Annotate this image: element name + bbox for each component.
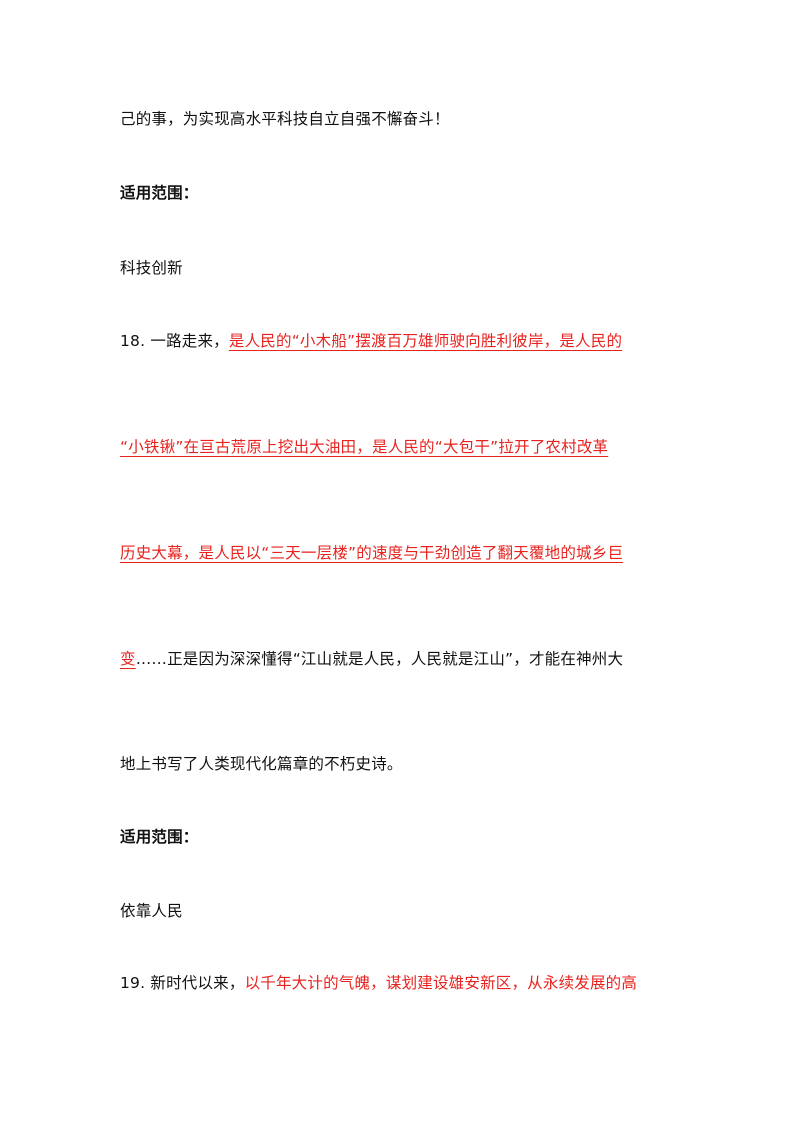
scope-value: 科技创新 — [120, 257, 183, 279]
text: 地上书写了人类现代化篇章的不朽史诗。 — [120, 755, 403, 773]
item-18-line-5: 地上书写了人类现代化篇章的不朽史诗。 — [120, 753, 403, 775]
highlighted-text: “小铁锹”在亘古荒原上挖出大油田，是人民的“大包干”拉开了农村改革 — [120, 438, 609, 456]
item-number-lead: 19. 新时代以来， — [120, 974, 245, 992]
item-18-line-1: 18. 一路走来，是人民的“小木船”摆渡百万雄师驶向胜利彼岸，是人民的 — [120, 330, 622, 352]
scope-heading: 适用范围： — [120, 182, 199, 204]
highlighted-text: 历史大幕，是人民以“三天一层楼”的速度与干劲创造了翻天覆地的城乡巨 — [120, 544, 624, 562]
item-number-lead: 18. 一路走来， — [120, 332, 229, 350]
item-18-line-2: “小铁锹”在亘古荒原上挖出大油田，是人民的“大包干”拉开了农村改革 — [120, 436, 608, 458]
text: 己的事，为实现高水平科技自立自强不懈奋斗！ — [120, 110, 450, 128]
item-18-line-4: 变……正是因为深深懂得“江山就是人民，人民就是江山”，才能在神州大 — [120, 648, 623, 670]
scope-label: 适用范围： — [120, 184, 199, 202]
scope-label: 适用范围： — [120, 828, 199, 846]
text: 依靠人民 — [120, 902, 183, 920]
paragraph-line: 己的事，为实现高水平科技自立自强不懈奋斗！ — [120, 108, 450, 130]
scope-value: 依靠人民 — [120, 900, 183, 922]
text: 科技创新 — [120, 259, 183, 277]
highlighted-text: 以千年大计的气魄，谋划建设雄安新区，从永续发展的高 — [244, 974, 638, 992]
highlighted-text: 变 — [120, 650, 136, 668]
scope-heading: 适用范围： — [120, 826, 199, 848]
highlighted-text: 是人民的“小木船”摆渡百万雄师驶向胜利彼岸，是人民的 — [228, 332, 623, 350]
item-19-line-1: 19. 新时代以来，以千年大计的气魄，谋划建设雄安新区，从永续发展的高 — [120, 972, 637, 994]
text: ……正是因为深深懂得“江山就是人民，人民就是江山”，才能在神州大 — [135, 650, 624, 668]
item-18-line-3: 历史大幕，是人民以“三天一层楼”的速度与干劲创造了翻天覆地的城乡巨 — [120, 542, 623, 564]
